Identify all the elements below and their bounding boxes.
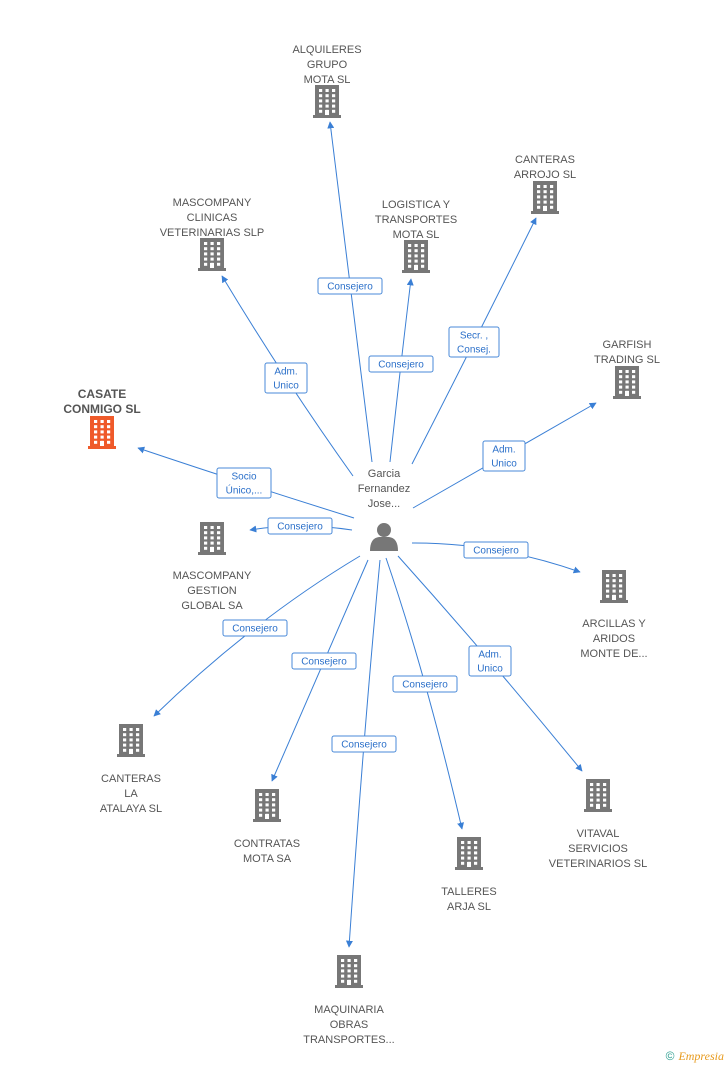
edge-label-text: Consejero [473, 546, 519, 557]
company-label-maquinaria[interactable]: TRANSPORTES... [303, 1034, 394, 1046]
edge-label-text: Consejero [341, 740, 387, 751]
company-label-contratas[interactable]: CONTRATAS [234, 838, 300, 850]
company-label-logistica[interactable]: MOTA SL [393, 229, 440, 241]
person-label[interactable]: Fernandez [358, 483, 411, 495]
company-label-logistica[interactable]: LOGISTICA Y [382, 199, 451, 211]
building-icon[interactable] [402, 240, 430, 273]
company-label-arcillas[interactable]: ARIDOS [593, 633, 635, 645]
company-label-casate[interactable]: CONMIGO SL [63, 402, 140, 416]
company-label-canteras-atalaya[interactable]: CANTERAS [101, 773, 161, 785]
company-label-canteras-atalaya[interactable]: ATALAYA SL [100, 803, 162, 815]
company-label-alquileres[interactable]: ALQUILERES [292, 44, 361, 56]
edge-label-text: Consej. [457, 345, 491, 356]
company-label-contratas[interactable]: MOTA SA [243, 853, 292, 865]
edge-label-text: Adm. [274, 367, 297, 378]
edge-label-casate[interactable]: SocioÚnico,... [216, 467, 272, 499]
edge-label-talleres[interactable]: Consejero [392, 675, 458, 693]
building-icon[interactable] [584, 779, 612, 812]
building-icon[interactable] [253, 789, 281, 822]
edge-label-text: Adm. [478, 650, 501, 661]
company-label-alquileres[interactable]: GRUPO [307, 59, 348, 71]
edge-label-text: Único,... [226, 484, 263, 497]
edge-label-text: Consejero [301, 657, 347, 668]
edge-label-text: Consejero [232, 624, 278, 635]
edge-label-text: Consejero [402, 680, 448, 691]
edge-talleres [385, 557, 464, 830]
building-icon[interactable] [198, 238, 226, 271]
company-label-vitaval[interactable]: VITAVAL [577, 828, 620, 840]
edge-label-alquileres[interactable]: Consejero [317, 277, 383, 295]
company-label-arcillas[interactable]: ARCILLAS Y [582, 618, 646, 630]
company-label-maquinaria[interactable]: OBRAS [330, 1019, 369, 1031]
company-label-mascompany-gestion[interactable]: MASCOMPANY [173, 570, 252, 582]
copyright-icon: © [665, 1049, 675, 1063]
edge-label-text: Unico [477, 664, 503, 675]
person-label[interactable]: Garcia [368, 468, 401, 480]
building-icon[interactable] [198, 522, 226, 555]
building-icon[interactable] [600, 570, 628, 603]
company-label-maquinaria[interactable]: MAQUINARIA [314, 1004, 384, 1016]
edge-label-text: Secr. , [460, 331, 488, 342]
building-icon[interactable] [88, 416, 116, 449]
edge-label-text: Unico [273, 381, 299, 392]
company-label-mascompany-clinicas[interactable]: MASCOMPANY [173, 197, 252, 209]
building-icon[interactable] [335, 955, 363, 988]
company-label-talleres[interactable]: TALLERES [441, 886, 496, 898]
building-icon[interactable] [613, 366, 641, 399]
company-label-garfish[interactable]: GARFISH [603, 339, 652, 351]
company-label-garfish[interactable]: TRADING SL [594, 354, 660, 366]
building-icon[interactable] [117, 724, 145, 757]
building-icon[interactable] [531, 181, 559, 214]
edge-label-canteras-atalaya[interactable]: Consejero [222, 619, 288, 637]
edge-label-garfish[interactable]: Adm. Unico [482, 440, 526, 472]
edge-label-text: Adm. [492, 445, 515, 456]
company-label-arcillas[interactable]: MONTE DE... [580, 648, 647, 660]
company-label-mascompany-gestion[interactable]: GLOBAL SA [181, 600, 243, 612]
company-label-logistica[interactable]: TRANSPORTES [375, 214, 457, 226]
company-label-vitaval[interactable]: VETERINARIOS SL [549, 858, 647, 870]
company-label-mascompany-clinicas[interactable]: CLINICAS [187, 212, 238, 224]
edge-label-text: Consejero [277, 522, 323, 533]
edge-label-logistica[interactable]: Consejero [368, 355, 434, 373]
company-label-talleres[interactable]: ARJA SL [447, 901, 491, 913]
company-label-canteras-atalaya[interactable]: LA [124, 788, 138, 800]
edge-label-text: Consejero [378, 360, 424, 371]
brand-footer: ©Empresia [666, 1049, 724, 1064]
company-label-vitaval[interactable]: SERVICIOS [568, 843, 628, 855]
company-label-canteras-arrojo[interactable]: CANTERAS [515, 154, 575, 166]
company-label-canteras-arrojo[interactable]: ARROJO SL [514, 169, 576, 181]
company-label-mascompany-clinicas[interactable]: VETERINARIAS SLP [160, 227, 265, 239]
building-icon[interactable] [455, 837, 483, 870]
edge-label-text: Unico [491, 459, 517, 470]
edge-label-text: Consejero [327, 282, 373, 293]
edge-label-text: Socio [231, 472, 256, 483]
edge-maquinaria [345, 559, 381, 948]
company-label-alquileres[interactable]: MOTA SL [304, 74, 351, 86]
edge-label-maquinaria[interactable]: Consejero [331, 735, 397, 753]
company-label-mascompany-gestion[interactable]: GESTION [187, 585, 237, 597]
building-icon[interactable] [313, 85, 341, 118]
person-icon[interactable] [370, 523, 398, 551]
edge-label-contratas[interactable]: Consejero [291, 652, 357, 670]
person-label[interactable]: Jose... [368, 498, 400, 510]
company-label-casate[interactable]: CASATE [78, 387, 126, 401]
edge-label-vitaval[interactable]: Adm. Unico [468, 645, 512, 677]
edge-label-mascompany-gestion[interactable]: Consejero [267, 517, 333, 535]
edge-label-canteras-arrojo[interactable]: Secr. , Consej. [448, 326, 500, 358]
brand-name[interactable]: Empresia [678, 1049, 724, 1063]
edge-label-mascompany-clinicas[interactable]: Adm. Unico [264, 362, 308, 394]
edge-label-arcillas[interactable]: Consejero [463, 541, 529, 559]
